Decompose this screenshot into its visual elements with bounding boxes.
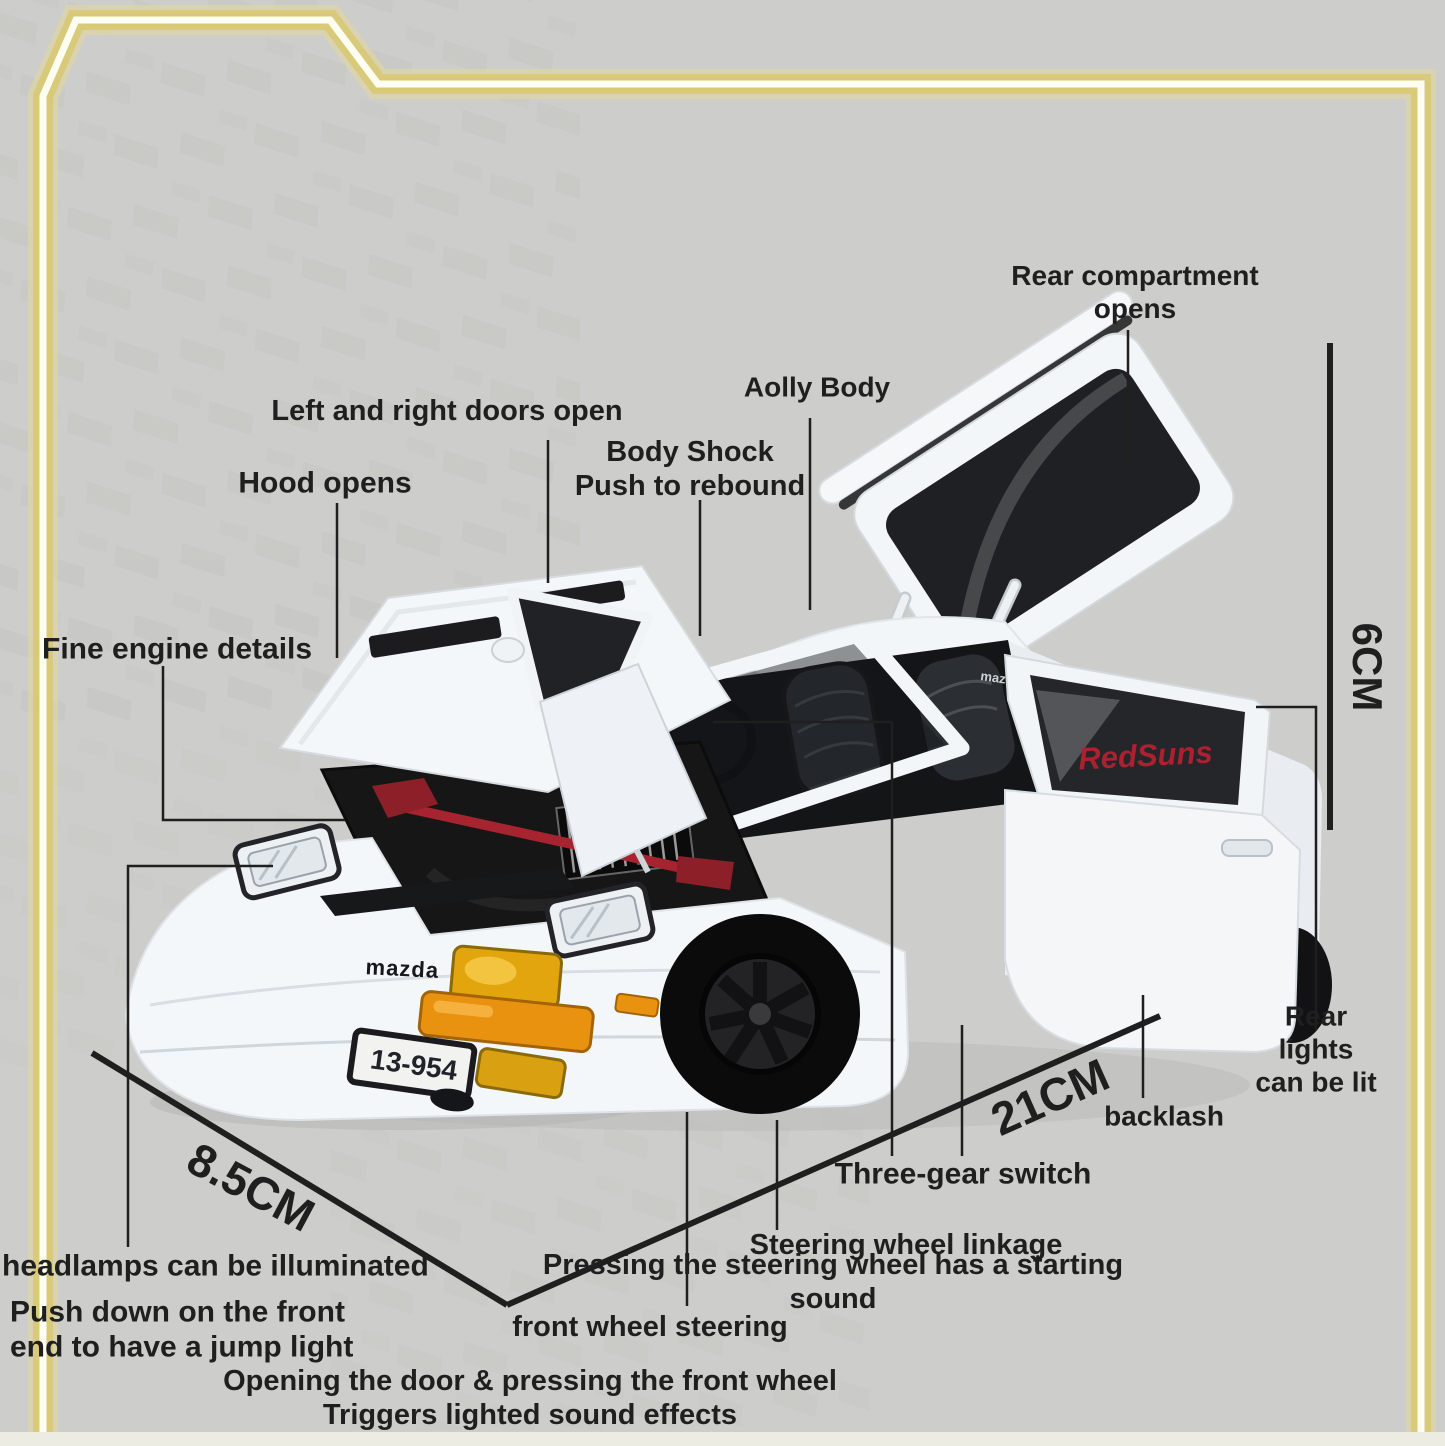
gold-frame (0, 5, 1445, 1446)
model-car: mazda (124, 290, 1332, 1131)
right-door-window (1030, 675, 1245, 805)
turn-signal-strip (417, 990, 595, 1054)
bumper-slot (320, 868, 575, 916)
leader-lines (90, 330, 1333, 1308)
hatch-glass (886, 368, 1200, 644)
mazda-badge: mazda (365, 954, 440, 983)
strut-plate-left (372, 778, 438, 818)
lower-fog-lamp (474, 1047, 567, 1100)
headlamps-line (126, 864, 273, 1247)
popup-headlamp-right (544, 881, 656, 959)
bottom-strip (0, 1432, 1445, 1446)
engine-hose (426, 867, 555, 912)
side-marker (614, 992, 660, 1018)
redsuns-decal: RedSuns (1077, 735, 1213, 777)
license-plate: 13-954 (346, 1027, 478, 1101)
fog-lamp-yellow (449, 944, 563, 1010)
rear-hatch-open (818, 290, 1235, 680)
length-dim-line (505, 1013, 1162, 1308)
strut-plate-right (676, 856, 734, 890)
interior: mazda (640, 640, 1040, 842)
left-door-panel (538, 662, 708, 878)
strut-bar (396, 801, 702, 877)
left-door-open (491, 587, 708, 878)
popup-headlamp-left (232, 823, 342, 901)
door-handle (1221, 839, 1273, 857)
side-mirror (491, 637, 525, 663)
rear-lights-line (1256, 705, 1318, 1030)
three-gear-line-a (713, 720, 894, 1156)
tow-hole (430, 1088, 474, 1112)
width-dim-line (90, 1050, 509, 1308)
right-door-panel (1004, 788, 1302, 1054)
hood-vent-left (368, 616, 502, 658)
right-door-open: RedSuns (1003, 653, 1302, 1054)
front-wheel (660, 914, 860, 1114)
fine-engine-line (161, 666, 345, 822)
